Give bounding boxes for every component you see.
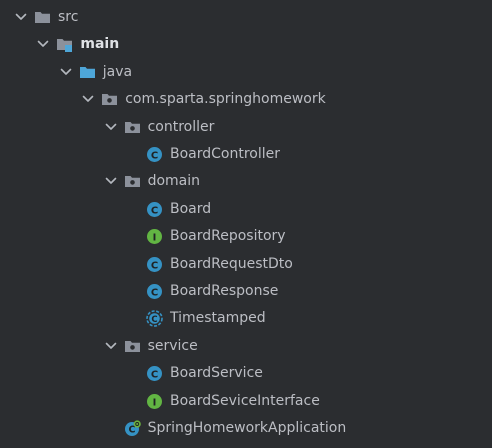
chevron-down-icon[interactable] <box>14 10 28 24</box>
chevron-down-icon[interactable] <box>104 339 118 353</box>
class-icon: C <box>146 201 163 218</box>
tree-row-boardservice[interactable]: C BoardService <box>0 360 492 387</box>
chevron-down-icon[interactable] <box>81 92 95 106</box>
svg-text:C: C <box>151 260 158 271</box>
tree-item-label: java <box>102 63 133 80</box>
tree-row-pkg-domain[interactable]: domain <box>0 168 492 195</box>
tree-row-timestamped[interactable]: C Timestamped <box>0 305 492 332</box>
svg-text:C: C <box>151 315 157 325</box>
interface-icon: I <box>146 228 163 245</box>
chevron-down-icon[interactable] <box>104 120 118 134</box>
package-icon <box>101 91 118 108</box>
tree-row-pkg-root[interactable]: com.sparta.springhomework <box>0 86 492 113</box>
chevron-down-icon[interactable] <box>104 174 118 188</box>
chevron-down-icon[interactable] <box>59 65 73 79</box>
interface-icon: I <box>146 393 163 410</box>
folder-icon <box>34 9 51 26</box>
tree-row-boardseviceinterface[interactable]: I BoardSeviceInterface <box>0 388 492 415</box>
svg-text:C: C <box>128 425 135 436</box>
tree-item-label: BoardService <box>170 365 263 382</box>
svg-text:C: C <box>151 369 158 380</box>
tree-row-springhomeworkapplication[interactable]: C SpringHomeworkApplication <box>0 415 492 442</box>
abstract-class-icon: C <box>146 310 163 328</box>
class-icon: C <box>146 256 163 273</box>
svg-text:I: I <box>153 397 157 408</box>
package-icon <box>124 173 141 190</box>
class-icon: C <box>146 365 163 382</box>
tree-row-main[interactable]: main <box>0 31 492 58</box>
svg-text:I: I <box>153 232 157 243</box>
class-icon: C <box>146 283 163 300</box>
tree-item-label: com.sparta.springhomework <box>125 91 326 108</box>
source-folder-icon <box>79 64 96 81</box>
tree-item-label: SpringHomeworkApplication <box>147 420 347 436</box>
svg-text:C: C <box>151 287 158 298</box>
tree-item-label: Timestamped <box>170 310 266 327</box>
package-icon <box>124 338 141 355</box>
tree-row-boardcontroller[interactable]: C BoardController <box>0 141 492 168</box>
tree-row-java[interactable]: java <box>0 59 492 86</box>
svg-text:C: C <box>151 150 158 161</box>
tree-row-boardrepository[interactable]: I BoardRepository <box>0 223 492 250</box>
tree-item-label: service <box>147 337 198 354</box>
tree-item-label: main <box>80 36 120 53</box>
tree-item-label: BoardSeviceInterface <box>170 392 320 409</box>
tree-item-label: src <box>58 9 79 25</box>
tree-row-pkg-controller[interactable]: controller <box>0 114 492 141</box>
class-icon: C <box>146 146 163 163</box>
package-icon <box>124 119 141 136</box>
svg-text:C: C <box>151 205 158 216</box>
tree-row-boardrequestdto[interactable]: C BoardRequestDto <box>0 251 492 278</box>
tree-item-label: BoardResponse <box>170 283 279 299</box>
tree-row-pkg-service[interactable]: service <box>0 333 492 360</box>
tree-item-label: BoardController <box>170 146 281 162</box>
tree-item-label: controller <box>147 118 215 135</box>
tree-item-label: BoardRepository <box>170 228 286 245</box>
chevron-down-icon[interactable] <box>36 37 50 51</box>
tree-item-label: domain <box>147 173 201 190</box>
tree-item-label: BoardRequestDto <box>170 255 293 272</box>
source-root-folder-icon <box>56 36 73 53</box>
tree-row-src[interactable]: src <box>0 4 492 31</box>
tree-item-label: Board <box>170 200 212 217</box>
tree-row-board[interactable]: C Board <box>0 196 492 223</box>
tree-row-boardresponse[interactable]: C BoardResponse <box>0 278 492 305</box>
spring-boot-class-icon: C <box>124 420 141 437</box>
